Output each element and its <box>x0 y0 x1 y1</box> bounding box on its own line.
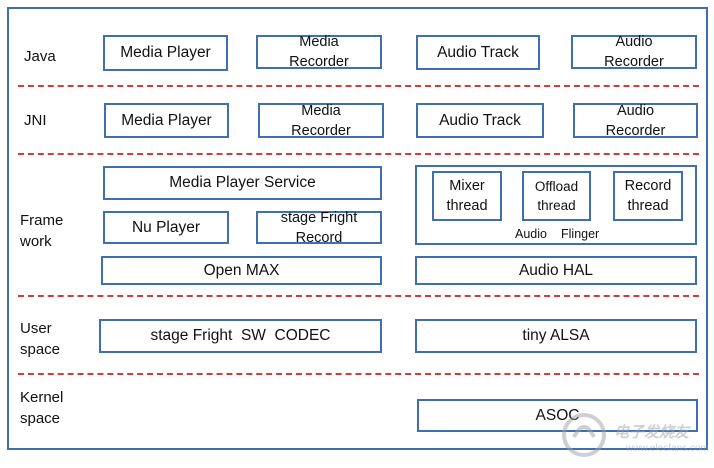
audio-hal-box: Audio HAL <box>415 256 697 285</box>
audio-flinger-caption-audio: Audio <box>515 227 547 241</box>
java-audio-track-box: Audio Track <box>416 35 540 70</box>
layer-label-framework: Frame work <box>20 212 64 250</box>
jni-media-recorder-label: Media Recorder <box>291 102 351 139</box>
jni-media-recorder-box: Media Recorder <box>258 102 384 139</box>
java-audio-track-label: Audio Track <box>437 43 519 61</box>
java-media-recorder-box: Media Recorder <box>256 34 382 70</box>
java-media-recorder-label: Media Recorder <box>289 34 349 70</box>
asoc-label: ASOC <box>535 406 580 424</box>
layer-label-kernel-space: Kernel space <box>20 389 64 427</box>
mixer-thread-box: Mixer thread <box>432 171 502 221</box>
java-audio-recorder-box: Audio Recorder <box>571 34 697 70</box>
watermark-icon <box>562 413 606 457</box>
record-thread-label: Record thread <box>624 178 672 214</box>
watermark-text: 电子发烧友 <box>614 424 690 441</box>
java-audio-recorder-label: Audio Recorder <box>604 34 664 70</box>
diagram-frame <box>7 7 708 450</box>
divider-jni-framework <box>18 153 699 155</box>
jni-audio-recorder-box: Audio Recorder <box>573 102 698 139</box>
java-media-player-label: Media Player <box>120 44 211 61</box>
tiny-alsa-label: tiny ALSA <box>522 327 590 344</box>
mixer-thread-label: Mixer thread <box>446 178 488 214</box>
record-thread-box: Record thread <box>613 171 683 221</box>
stagefright-record-label: stage Fright Record <box>280 209 358 246</box>
jni-audio-recorder-label: Audio Recorder <box>605 102 666 139</box>
asoc-box: ASOC <box>417 399 698 432</box>
stagefright-codec-box: stage Fright SW CODEC <box>99 319 382 353</box>
layer-label-java: Java <box>24 48 56 65</box>
stagefright-record-box: stage Fright Record <box>256 210 382 246</box>
jni-audio-track-label: Audio Track <box>439 111 521 129</box>
watermark-url: www.elecfans.com <box>626 443 709 454</box>
audio-hal-label: Audio HAL <box>518 261 594 279</box>
divider-user-kernel <box>18 373 699 375</box>
open-max-label: Open MAX <box>203 261 280 279</box>
open-max-box: Open MAX <box>101 256 382 285</box>
divider-java-jni <box>18 85 699 87</box>
tiny-alsa-box: tiny ALSA <box>415 319 697 353</box>
jni-media-player-box: Media Player <box>104 103 229 138</box>
divider-framework-user <box>18 295 699 297</box>
media-player-service-label: Media Player Service <box>169 174 316 191</box>
watermark-logo: 电子发烧友 www.elecfans.com <box>556 407 709 465</box>
nu-player-box: Nu Player <box>103 211 229 244</box>
jni-audio-track-box: Audio Track <box>416 103 544 138</box>
audio-flinger-caption-flinger: Flinger <box>561 227 600 241</box>
jni-media-player-label: Media Player <box>121 111 212 129</box>
offload-thread-label: Offload thread <box>534 179 579 213</box>
media-player-service-box: Media Player Service <box>103 166 382 200</box>
layer-label-user-space: User space <box>20 320 61 358</box>
nu-player-label: Nu Player <box>131 218 201 236</box>
offload-thread-box: Offload thread <box>522 171 591 221</box>
stagefright-codec-label: stage Fright SW CODEC <box>150 327 331 344</box>
java-media-player-box: Media Player <box>103 35 228 71</box>
layer-label-jni: JNI <box>24 112 47 129</box>
